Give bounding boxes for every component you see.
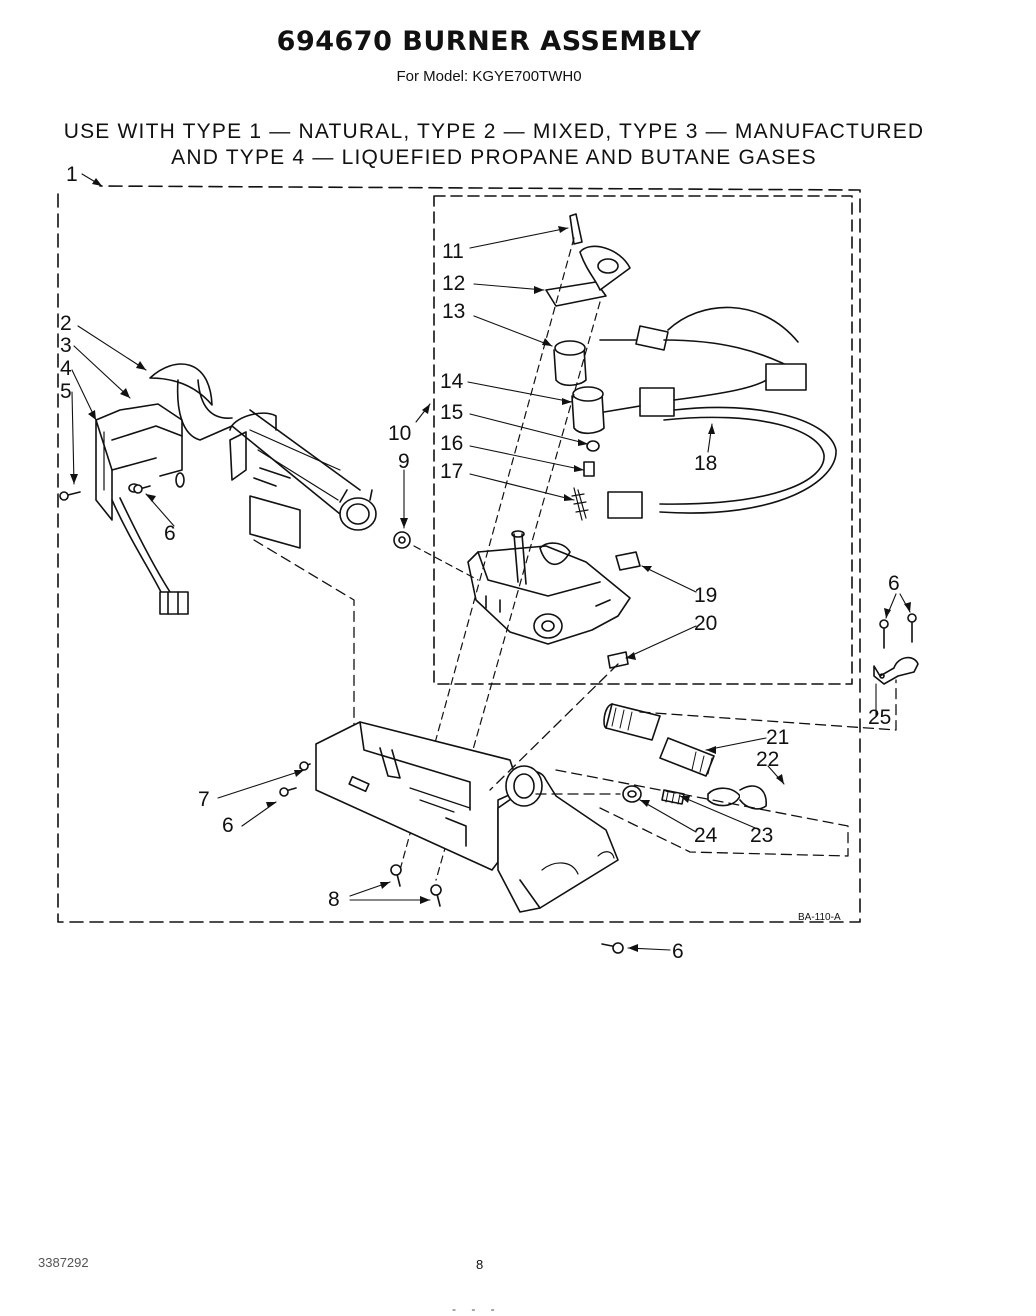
- callout-8: 8: [328, 888, 340, 911]
- callout-18: 18: [694, 452, 717, 475]
- callout-6-right: 6: [888, 572, 900, 595]
- igniter-lead-wire: [111, 497, 189, 615]
- model-line: For Model: KGYE700TWH0: [396, 68, 582, 85]
- fitting-item-19: [615, 551, 641, 571]
- fittings-items-22-24: [622, 785, 767, 810]
- bottom-page-mark: - - -: [452, 1302, 501, 1316]
- valve-body: [467, 530, 631, 645]
- assembly-lines-lower: [253, 539, 897, 857]
- callout-19: 19: [694, 584, 717, 607]
- leader-arrowheads: [70, 178, 911, 952]
- page-title: 694670 BURNER ASSEMBLY: [276, 26, 702, 57]
- callout-4: 4: [60, 357, 72, 380]
- page-number: 8: [476, 1257, 484, 1272]
- coil-screw-item-11: [569, 213, 583, 245]
- screw-item-5: [59, 491, 81, 501]
- callout-9: 9: [398, 450, 410, 473]
- plunger-parts-items-15-17: [571, 440, 600, 521]
- callout-2: 2: [60, 312, 72, 335]
- callout-16: 16: [440, 432, 463, 455]
- screw-item-6-bottom: [601, 942, 624, 954]
- callout-1: 1: [66, 163, 78, 186]
- callout-6-left: 6: [164, 522, 176, 545]
- callout-23: 23: [750, 824, 773, 847]
- callout-10: 10: [388, 422, 411, 445]
- callout-15: 15: [440, 401, 463, 424]
- valve-coil-item-13: [553, 340, 587, 387]
- nut-item-9: [393, 531, 411, 549]
- callout-5: 5: [60, 380, 72, 403]
- pipe-item-21: [603, 703, 715, 777]
- callout-20: 20: [694, 612, 717, 635]
- callout-11: 11: [442, 240, 464, 263]
- diagram-code: BA-110-A: [798, 912, 841, 923]
- callout-25: 25: [868, 706, 891, 729]
- callout-6-bracket: 6: [222, 814, 234, 837]
- support-bracket: [497, 765, 619, 913]
- callout-6-bottom: 6: [672, 940, 684, 963]
- callout-3: 3: [60, 334, 72, 357]
- mounting-bracket: [95, 403, 247, 521]
- document-number: 3387292: [38, 1255, 89, 1270]
- usage-note-line-1: USE WITH TYPE 1 — NATURAL, TYPE 2 — MIXE…: [63, 120, 925, 143]
- orifice-item-20: [607, 651, 629, 669]
- assembly-boundary: [57, 185, 861, 923]
- burner-tube: [149, 363, 377, 531]
- burner-bracket-item-7: [315, 721, 521, 871]
- valve-coil-item-14: [571, 386, 605, 435]
- coil-cover-item-12: [545, 245, 631, 307]
- callout-13: 13: [442, 300, 465, 323]
- callout-12: 12: [442, 272, 465, 295]
- callout-22: 22: [756, 748, 779, 771]
- callout-7: 7: [198, 788, 210, 811]
- callout-numbers: 1 2 3 4 5 6 10 9 11 12 13 14 15 16 17 18…: [60, 163, 900, 963]
- screws-item-8: [390, 864, 442, 907]
- valve-group-boundary: [433, 195, 853, 685]
- usage-note-line-2: AND TYPE 4 — LIQUEFIED PROPANE AND BUTAN…: [171, 146, 817, 169]
- callout-21: 21: [766, 726, 789, 749]
- screw-item-6-left: [133, 484, 151, 494]
- bracket-plate: [249, 467, 301, 549]
- screw-item-6-bracket: [279, 761, 311, 797]
- callout-14: 14: [440, 370, 464, 393]
- callout-24: 24: [694, 824, 718, 847]
- wire-harness-item-18: [599, 306, 837, 519]
- clamp-item-25: [873, 613, 919, 685]
- callout-17: 17: [440, 460, 463, 483]
